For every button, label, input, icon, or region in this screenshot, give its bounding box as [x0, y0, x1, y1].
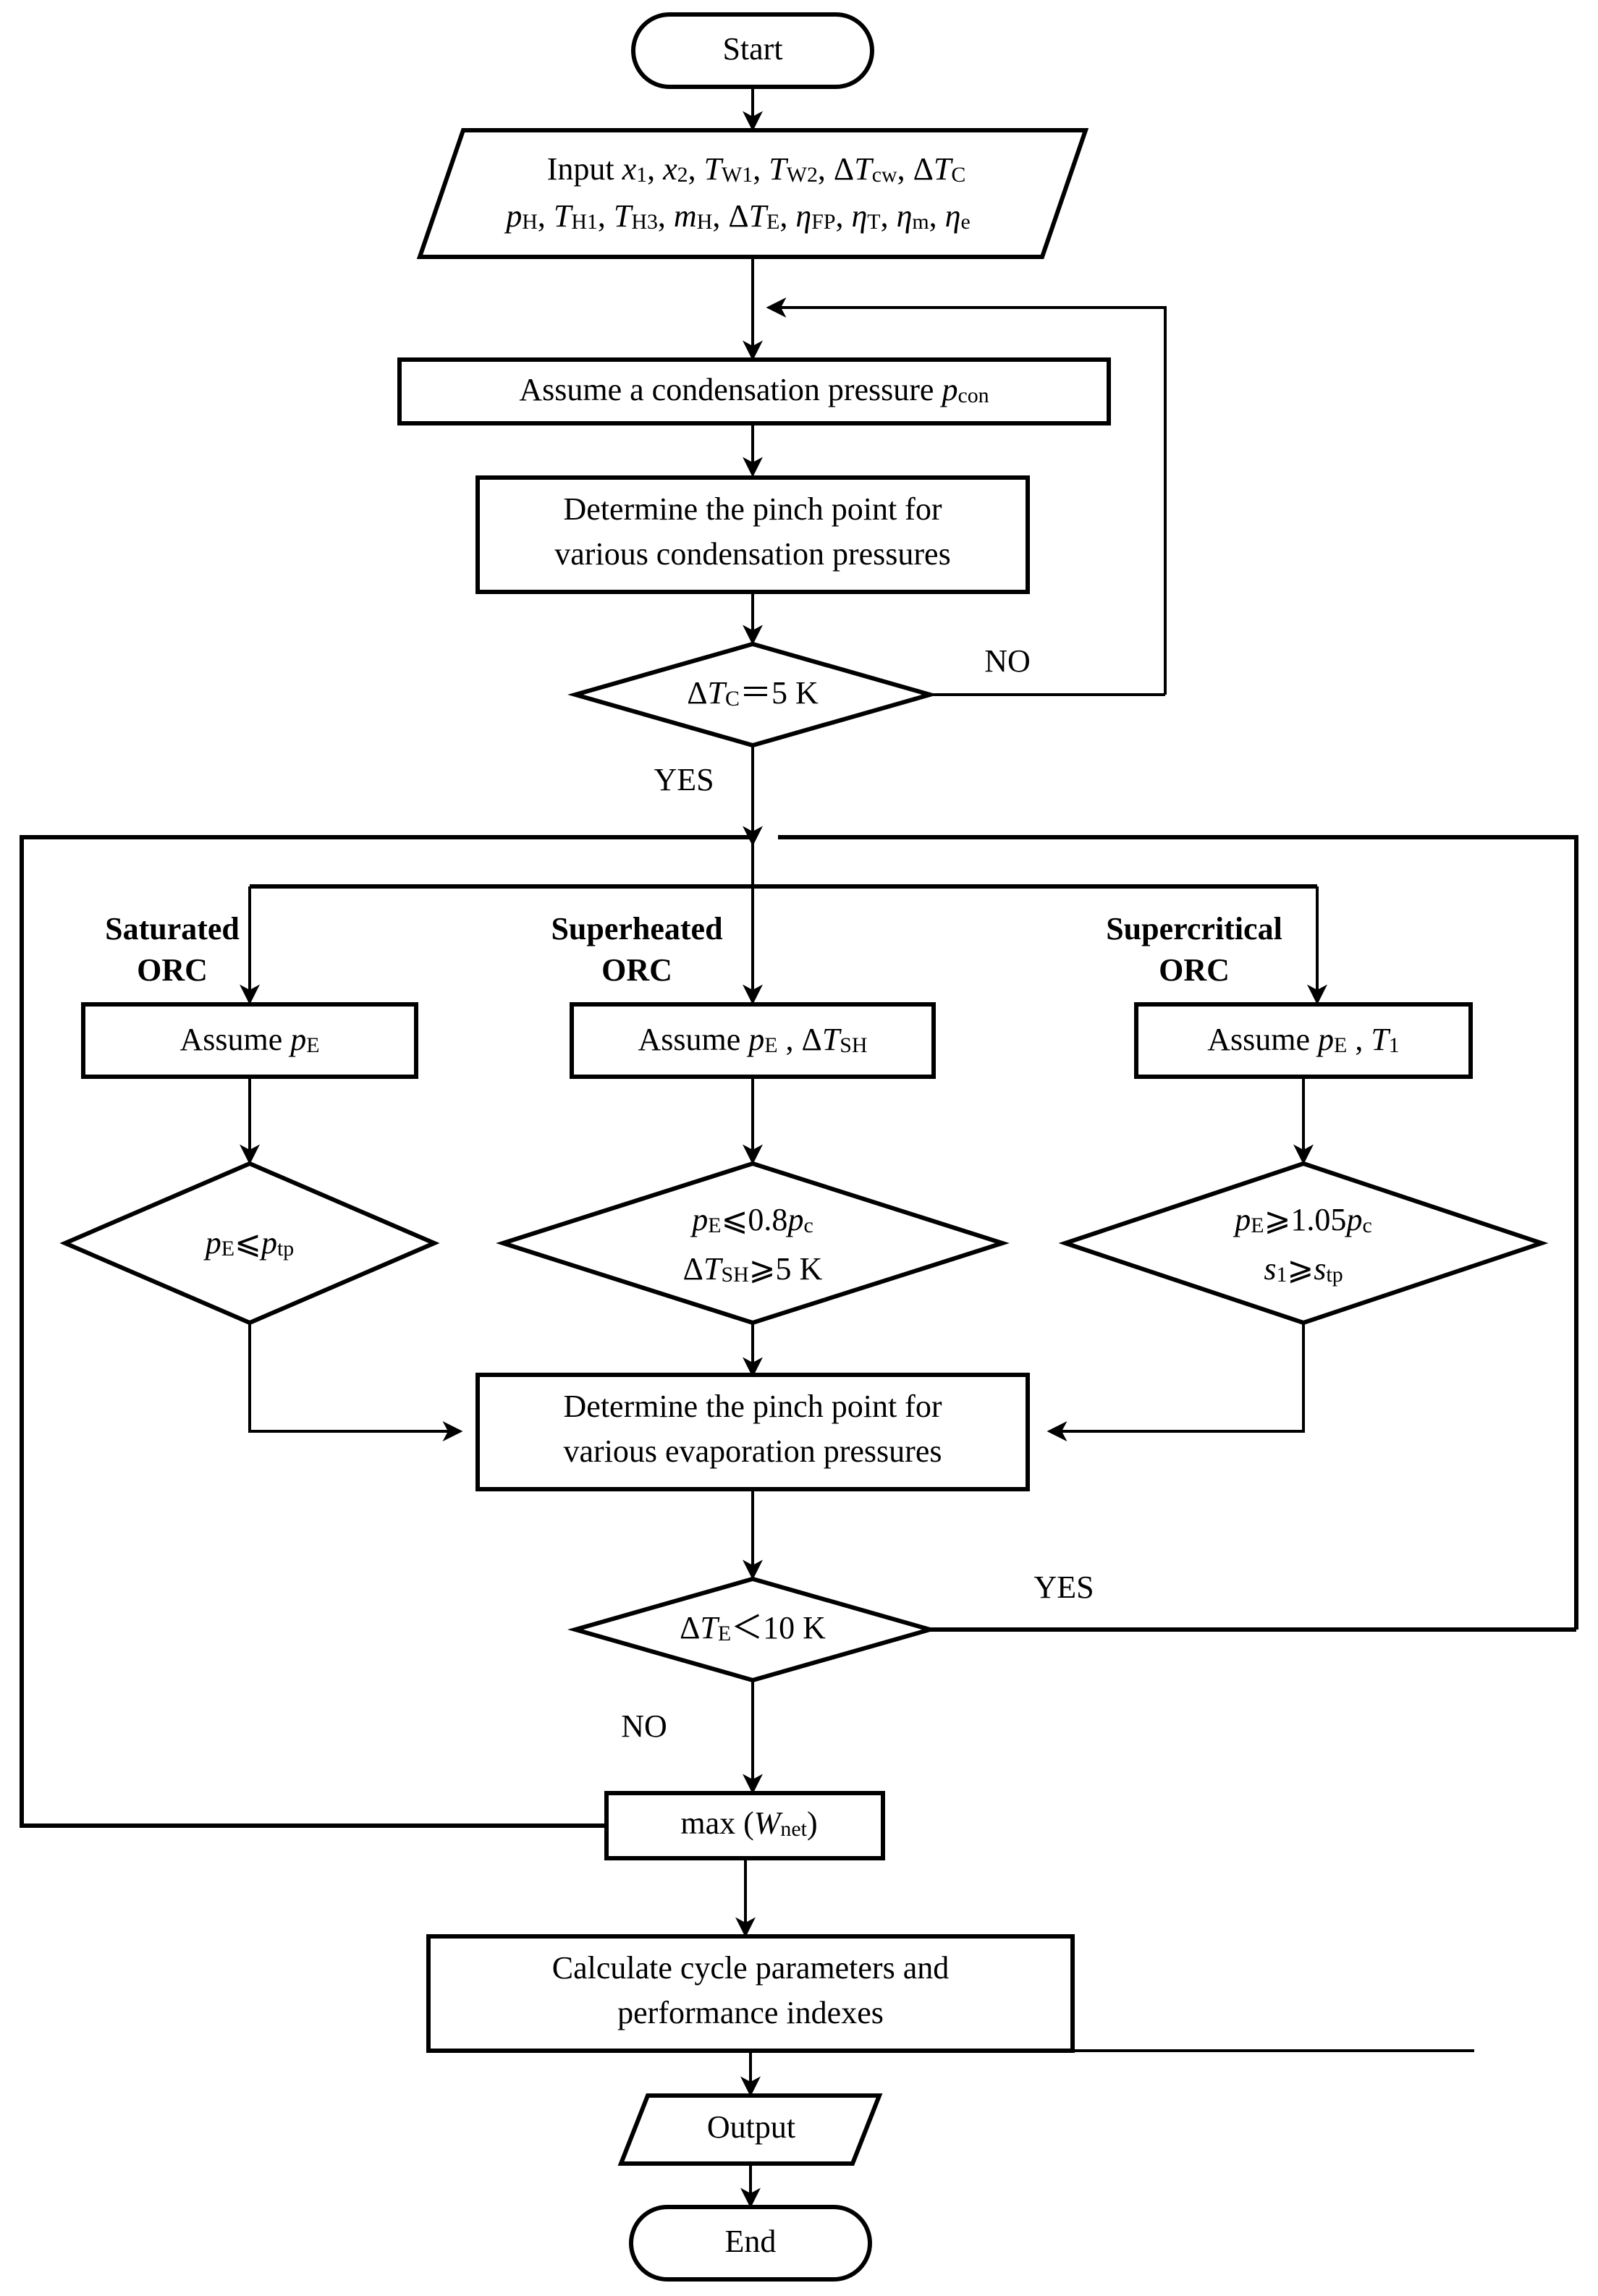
max-wnet-label: max (Wnet) [680, 1805, 817, 1841]
decision-sup-line-1: pE⩽0.8pc [690, 1202, 813, 1237]
branch-supercritical-line-1: Supercritical [1106, 911, 1282, 946]
assume-pcon-label: Assume a condensation pressure pcon [519, 372, 989, 407]
edge-calc-to-output [740, 2049, 1474, 2097]
edge-label-te-yes: YES [1033, 1570, 1094, 1605]
branch-label-supercritical: Supercritical ORC [1106, 911, 1282, 988]
input-line-2: pH, TH1, TH3, mH, ΔTE, ηFP, ηT, ηm, ηe [504, 198, 971, 234]
branch-distribution-bar [240, 837, 1327, 1005]
node-calculate[interactable]: Calculate cycle parameters and performan… [426, 1934, 1075, 2053]
node-assume-pe-supercritical[interactable]: Assume pE , T1 [1134, 1002, 1473, 1079]
decision-scr-line-2: s1⩾stp [1264, 1251, 1343, 1287]
node-output[interactable]: Output [617, 2093, 883, 2166]
pinch-evap-line-1: Determine the pinch point for [564, 1389, 942, 1424]
branch-saturated-line-1: Saturated [105, 911, 240, 946]
node-start[interactable]: Start [631, 12, 874, 89]
edge-label-te-no: NO [621, 1708, 667, 1744]
edge-label-tc-no: NO [984, 643, 1031, 679]
branch-superheated-line-1: Superheated [551, 911, 722, 946]
branch-label-saturated: Saturated ORC [105, 911, 240, 988]
node-assume-pe-saturated[interactable]: Assume pE [81, 1002, 418, 1079]
calc-line-1: Calculate cycle parameters and [552, 1950, 949, 1986]
node-decision-supercritical[interactable]: pE⩾1.05pc s1⩾stp [1058, 1161, 1549, 1326]
edge-tc-no-return [766, 297, 1167, 695]
branch-superheated-line-2: ORC [601, 952, 672, 988]
edge-label-tc-yes: YES [654, 762, 714, 797]
pinch-cond-line-2: various condensation pressures [554, 536, 950, 572]
decision-te-label: ΔTE＜10 K [680, 1610, 826, 1645]
edge-scr-dec-to-pinch-evap [1047, 1323, 1305, 1441]
node-input[interactable]: Input x1, x2, TW1, TW2, ΔTcw, ΔTC pH, TH… [416, 128, 1089, 259]
output-label: Output [707, 2109, 795, 2145]
node-decision-delta-tc[interactable]: ΔTC＝5 K [567, 641, 938, 748]
start-label: Start [722, 31, 782, 67]
pinch-cond-line-1: Determine the pinch point for [564, 491, 942, 527]
decision-sat-label: pE⩽ptp [203, 1225, 294, 1261]
node-pinch-evaporation[interactable]: Determine the pinch point for various ev… [475, 1373, 1030, 1491]
outer-loop-frame [20, 835, 1578, 1828]
input-line-1: Input x1, x2, TW1, TW2, ΔTcw, ΔTC [547, 151, 966, 187]
pinch-evap-line-2: various evaporation pressures [564, 1433, 942, 1469]
decision-sup-line-2: ΔTSH⩾5 K [683, 1251, 823, 1287]
assume-pe-sat-label: Assume pE [179, 1022, 319, 1057]
branch-supercritical-line-2: ORC [1159, 952, 1230, 988]
node-max-wnet[interactable]: max (Wnet) [604, 1791, 885, 1860]
node-decision-saturated[interactable]: pE⩽ptp [59, 1161, 440, 1326]
node-pinch-condensation[interactable]: Determine the pinch point for various co… [475, 475, 1030, 594]
calc-line-2: performance indexes [617, 1995, 884, 2030]
branch-label-superheated: Superheated ORC [551, 911, 722, 988]
assume-pe-scr-label: Assume pE , T1 [1207, 1022, 1400, 1057]
node-assume-pcon[interactable]: Assume a condensation pressure pcon [397, 357, 1111, 425]
edge-sat-dec-to-pinch-evap [248, 1323, 463, 1441]
assume-pe-sup-label: Assume pE , ΔTSH [638, 1022, 867, 1057]
node-end[interactable]: End [629, 2205, 872, 2282]
decision-tc-label: ΔTC＝5 K [687, 675, 819, 711]
branch-saturated-line-2: ORC [137, 952, 208, 988]
node-decision-delta-te[interactable]: ΔTE＜10 K [567, 1576, 938, 1683]
node-decision-superheated[interactable]: pE⩽0.8pc ΔTSH⩾5 K [496, 1161, 1010, 1326]
node-assume-pe-superheated[interactable]: Assume pE , ΔTSH [570, 1002, 936, 1079]
decision-scr-line-1: pE⩾1.05pc [1233, 1202, 1371, 1237]
end-label: End [725, 2224, 777, 2259]
